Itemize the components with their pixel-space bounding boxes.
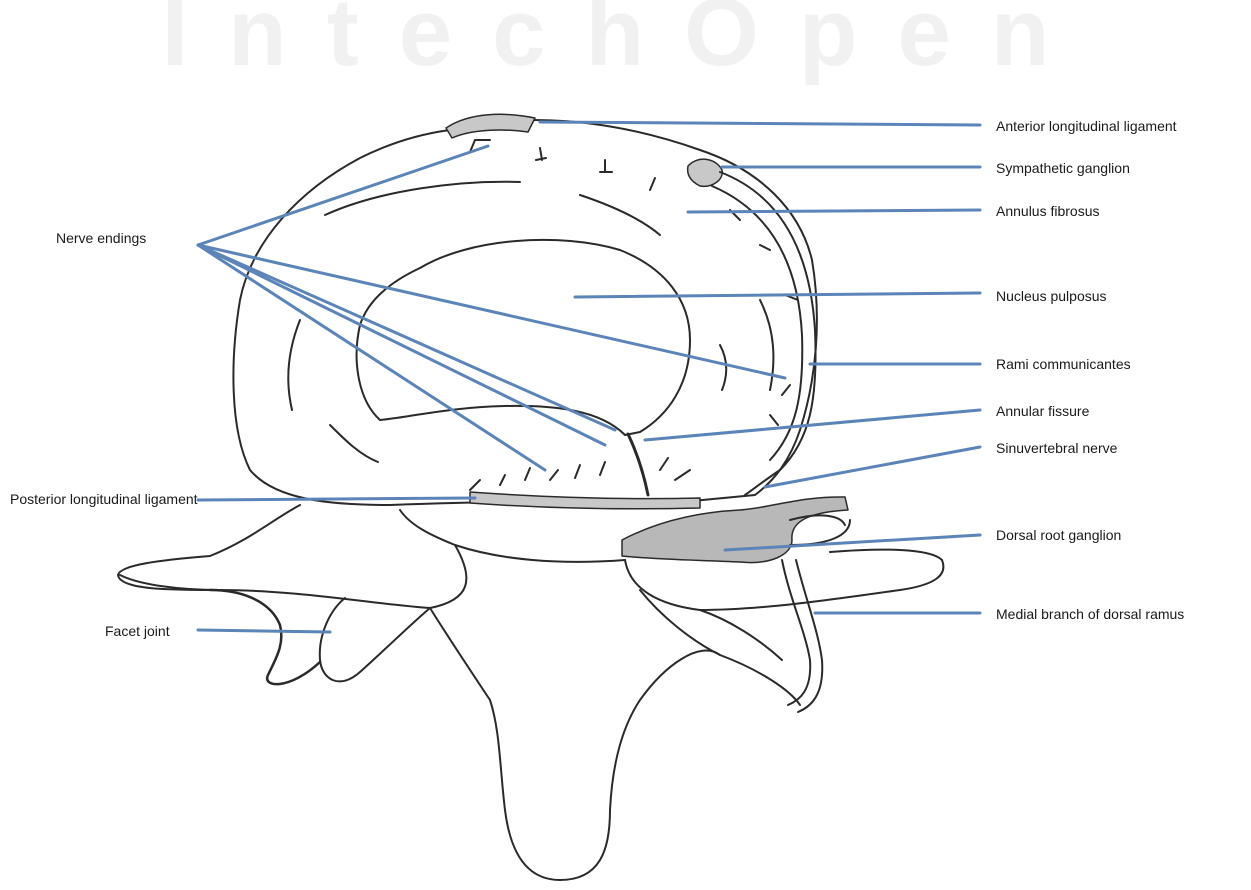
- annulus-lamella: [760, 300, 773, 390]
- label-anterior-longitudinal-ligament: Anterior longitudinal ligament: [996, 117, 1177, 135]
- label-sympathetic-ganglion: Sympathetic ganglion: [996, 159, 1130, 177]
- annulus-lamella: [325, 182, 520, 215]
- label-sinuvertebral-nerve: Sinuvertebral nerve: [996, 439, 1117, 457]
- lamina-right-inner: [700, 610, 782, 660]
- leader-nerve-endings-4: [198, 245, 545, 470]
- leader-annulus-fibrosus: [688, 210, 980, 212]
- disc-outer-contour: [233, 120, 816, 505]
- leader-anterior-ligament: [540, 122, 980, 125]
- leader-nerve-endings-2: [198, 245, 785, 378]
- leader-nerve-endings-1: [198, 146, 488, 245]
- transverse-process-left: [120, 575, 220, 590]
- label-nucleus-pulposus: Nucleus pulposus: [996, 287, 1107, 305]
- lamina-left: [320, 598, 430, 681]
- leader-nerve-endings-5: [198, 245, 615, 430]
- annulus-lamella: [580, 195, 660, 235]
- label-facet-joint: Facet joint: [105, 622, 170, 640]
- medial-branch-nerve: [796, 560, 822, 712]
- label-rami-communicantes: Rami communicantes: [996, 355, 1131, 373]
- nerve-ending-twig: [470, 458, 690, 490]
- anterior-ligament-band: [446, 114, 535, 138]
- spinous-process: [430, 608, 720, 880]
- label-nerve-endings: Nerve endings: [56, 229, 146, 247]
- leader-annular-fissure: [645, 410, 980, 440]
- label-annular-fissure: Annular fissure: [996, 402, 1089, 420]
- facet-left: [210, 590, 320, 684]
- annulus-lamella: [288, 320, 300, 410]
- lamina-right: [640, 590, 800, 705]
- annulus-lamella: [330, 425, 378, 462]
- label-annulus-fibrosus: Annulus fibrosus: [996, 202, 1100, 220]
- nerve-ending-twig: [730, 210, 798, 425]
- sympathetic-trunk-inner: [712, 186, 802, 460]
- leader-facet-joint: [198, 630, 330, 632]
- label-medial-branch-of-dorsal-ramus: Medial branch of dorsal ramus: [996, 605, 1184, 623]
- label-dorsal-root-ganglion: Dorsal root ganglion: [996, 526, 1121, 544]
- annular-fissure-mark: [628, 434, 648, 495]
- leader-sinuvertebral-nerve: [765, 447, 980, 487]
- label-posterior-longitudinal-ligament: Posterior longitudinal ligament: [10, 490, 200, 508]
- medial-branch-nerve: [782, 560, 810, 705]
- leader-nerve-endings-3: [198, 245, 605, 445]
- posterior-ligament-band: [470, 492, 700, 509]
- sympathetic-ganglion-shape: [688, 159, 723, 186]
- leader-nucleus-pulposus: [575, 293, 980, 297]
- leader-posterior-ligament: [198, 498, 475, 500]
- pedicle-left: [118, 505, 466, 608]
- vertebral-canal: [455, 545, 625, 562]
- annulus-lamella: [720, 345, 726, 390]
